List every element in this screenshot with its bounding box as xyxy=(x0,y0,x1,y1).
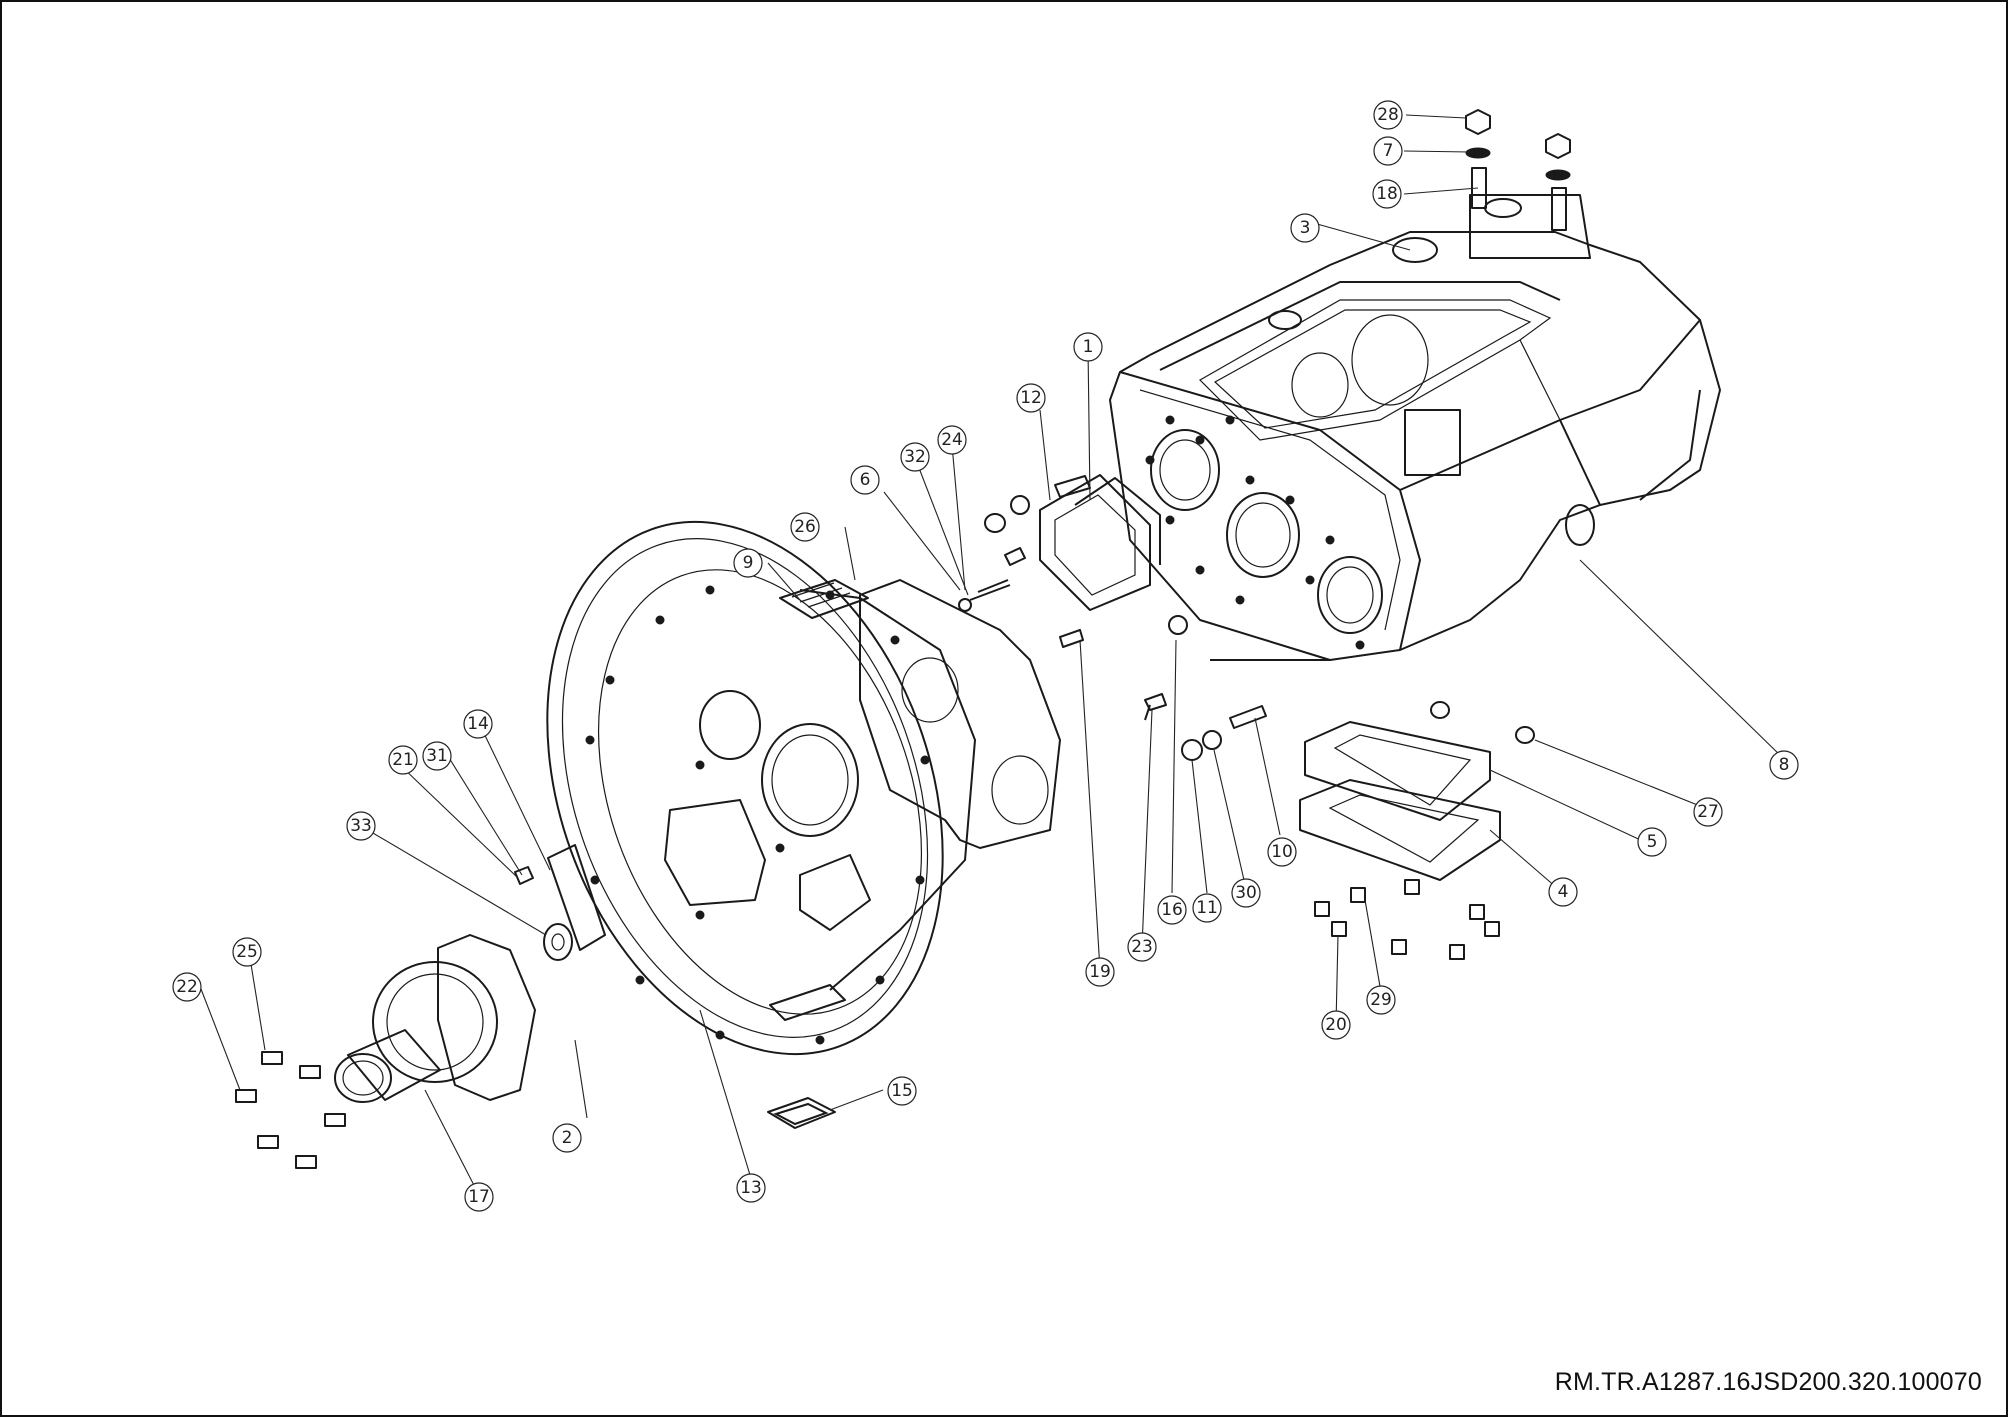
callout: 27 xyxy=(1693,797,1723,827)
svg-text:2: 2 xyxy=(562,1128,573,1148)
svg-text:8: 8 xyxy=(1779,755,1790,775)
callout: 23 xyxy=(1127,932,1157,962)
bell-housing xyxy=(546,520,976,1129)
gaskets xyxy=(859,474,1161,849)
callout: 33 xyxy=(346,811,376,841)
callout: 7 xyxy=(1373,136,1403,166)
svg-text:33: 33 xyxy=(350,816,372,836)
callout: 28 xyxy=(1373,100,1403,130)
callout: 2 xyxy=(552,1123,582,1153)
callout: 31 xyxy=(422,741,452,771)
svg-text:11: 11 xyxy=(1196,898,1218,918)
callout: 8 xyxy=(1769,750,1799,780)
leader-lines xyxy=(200,114,1786,1196)
top-fasteners xyxy=(1465,109,1571,231)
svg-text:23: 23 xyxy=(1131,937,1153,957)
svg-text:13: 13 xyxy=(740,1178,762,1198)
callout: 5 xyxy=(1637,827,1667,857)
callout: 13 xyxy=(736,1173,766,1203)
callout: 30 xyxy=(1231,878,1261,908)
svg-text:14: 14 xyxy=(467,714,489,734)
svg-text:18: 18 xyxy=(1376,184,1398,204)
svg-text:9: 9 xyxy=(743,553,754,573)
callouts: 1 2 3 4 5 6 7 8 9 10 11 12 13 14 15 16 1… xyxy=(172,100,1799,1212)
svg-text:32: 32 xyxy=(904,447,926,467)
svg-text:19: 19 xyxy=(1089,962,1111,982)
callout: 16 xyxy=(1157,895,1187,925)
svg-text:31: 31 xyxy=(426,746,448,766)
svg-text:28: 28 xyxy=(1377,105,1399,125)
callout: 9 xyxy=(733,548,763,578)
callout: 18 xyxy=(1372,179,1402,209)
svg-text:12: 12 xyxy=(1020,388,1042,408)
bottom-covers xyxy=(1299,701,1535,881)
gearbox-housing xyxy=(1109,194,1721,661)
svg-text:1: 1 xyxy=(1083,337,1094,357)
callout: 15 xyxy=(887,1076,917,1106)
svg-text:4: 4 xyxy=(1558,882,1569,902)
svg-text:21: 21 xyxy=(392,750,414,770)
svg-text:25: 25 xyxy=(236,942,258,962)
callout: 29 xyxy=(1366,985,1396,1015)
svg-text:10: 10 xyxy=(1271,842,1293,862)
svg-text:16: 16 xyxy=(1161,900,1183,920)
svg-text:15: 15 xyxy=(891,1081,913,1101)
callout: 25 xyxy=(232,937,262,967)
svg-text:29: 29 xyxy=(1370,990,1392,1010)
callout: 14 xyxy=(463,709,493,739)
callout: 24 xyxy=(937,425,967,455)
svg-text:27: 27 xyxy=(1697,802,1719,822)
callout: 21 xyxy=(388,745,418,775)
callout: 32 xyxy=(900,442,930,472)
svg-text:7: 7 xyxy=(1383,141,1394,161)
front-cover-parts xyxy=(514,844,606,961)
callout: 10 xyxy=(1267,837,1297,867)
callout: 26 xyxy=(790,512,820,542)
svg-text:5: 5 xyxy=(1647,832,1658,852)
svg-text:22: 22 xyxy=(176,977,198,997)
input-shaft-assembly xyxy=(235,934,536,1169)
callout: 20 xyxy=(1321,1010,1351,1040)
svg-text:30: 30 xyxy=(1235,883,1257,903)
callout: 12 xyxy=(1016,383,1046,413)
document-number: RM.TR.A1287.16JSD200.320.100070 xyxy=(1554,1368,1982,1396)
callout: 17 xyxy=(464,1182,494,1212)
callout: 3 xyxy=(1290,213,1320,243)
callout: 19 xyxy=(1085,957,1115,987)
svg-text:17: 17 xyxy=(468,1187,490,1207)
hex-bolt-group xyxy=(1314,879,1500,960)
mid-fasteners xyxy=(958,475,1267,761)
callout: 4 xyxy=(1548,877,1578,907)
svg-text:20: 20 xyxy=(1325,1015,1347,1035)
svg-text:3: 3 xyxy=(1300,218,1311,238)
svg-text:24: 24 xyxy=(941,430,963,450)
callout: 22 xyxy=(172,972,202,1002)
callout: 6 xyxy=(850,465,880,495)
callout: 11 xyxy=(1192,893,1222,923)
svg-text:26: 26 xyxy=(794,517,816,537)
svg-text:6: 6 xyxy=(860,470,871,490)
callout: 1 xyxy=(1073,332,1103,362)
